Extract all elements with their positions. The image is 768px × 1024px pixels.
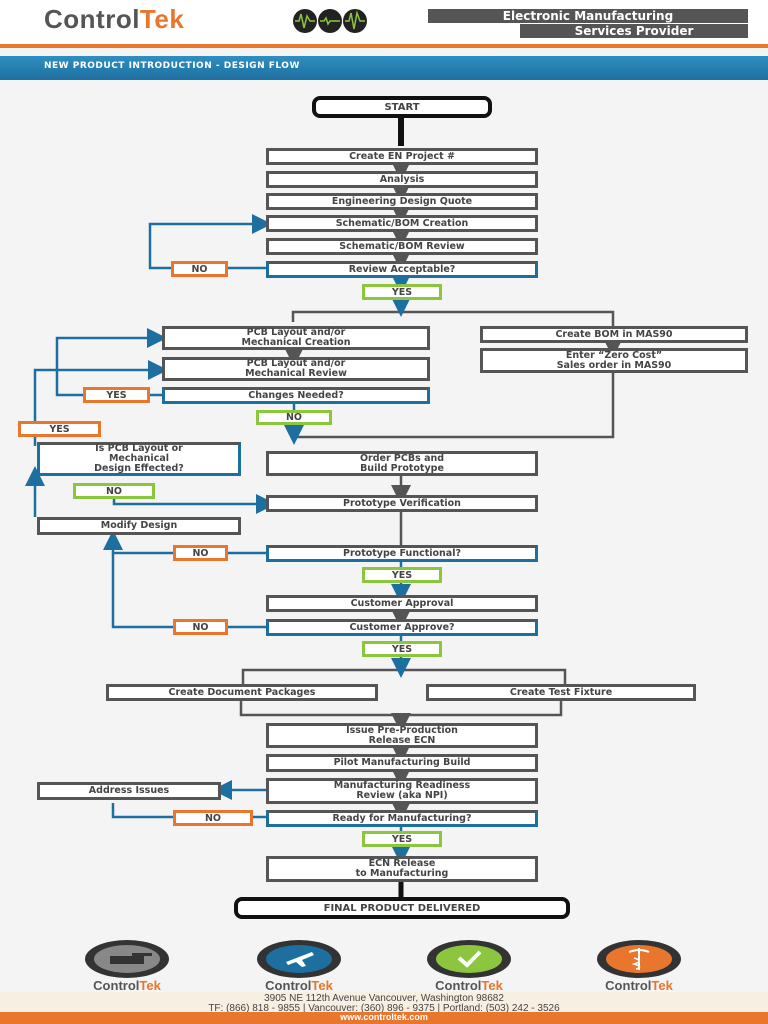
- issue-pre-production-ecn: Issue Pre-Production Release ECN: [266, 723, 538, 748]
- logo: ControlTek: [44, 4, 184, 35]
- no-ready-tag: NO: [173, 810, 253, 826]
- checkmark-icon: [427, 940, 511, 978]
- yes-ready-tag: YES: [362, 831, 442, 847]
- cert-badge-iso13485: ControlTek: [584, 938, 694, 998]
- itar-tank-icon: [85, 940, 169, 978]
- prototype-functional-decision: Prototype Functional?: [266, 545, 538, 562]
- yes-changes-tag: YES: [83, 387, 150, 403]
- create-en-project: Create EN Project #: [266, 148, 538, 165]
- schematic-bom-review: Schematic/BOM Review: [266, 238, 538, 255]
- prototype-verification: Prototype Verification: [266, 495, 538, 512]
- pcb-layout-creation: PCB Layout and/or Mechanical Creation: [162, 326, 430, 350]
- schematic-bom-creation: Schematic/BOM Creation: [266, 215, 538, 232]
- cert-badge-iso9001: ControlTek: [414, 938, 524, 998]
- tagline-2: Services Provider: [520, 24, 748, 38]
- engineering-design-quote: Engineering Design Quote: [266, 193, 538, 210]
- cert-badge-as9100: ControlTek: [244, 938, 354, 998]
- yes-review-tag: YES: [362, 284, 442, 300]
- no-functional-tag: NO: [173, 545, 228, 561]
- changes-needed-decision: Changes Needed?: [162, 387, 430, 404]
- caduceus-icon: [597, 940, 681, 978]
- pcb-layout-review: PCB Layout and/or Mechanical Review: [162, 357, 430, 381]
- yes-customer-tag: YES: [362, 641, 442, 657]
- banner: [0, 56, 768, 80]
- yes-functional-tag: YES: [362, 567, 442, 583]
- customer-approval: Customer Approval: [266, 595, 538, 612]
- no-review-tag: NO: [171, 261, 228, 277]
- cert-logo: ControlTek: [93, 978, 161, 993]
- footer-address: 3905 NE 112th Avenue Vancouver, Washingt…: [264, 993, 504, 1004]
- no-customer-tag: NO: [173, 619, 228, 635]
- ready-for-manufacturing-decision: Ready for Manufacturing?: [266, 810, 538, 827]
- logo-main: Control: [44, 4, 140, 34]
- zero-cost-sales-order: Enter “Zero Cost” Sales order in MAS90: [480, 348, 748, 373]
- footer-url-link[interactable]: www.controltek.com: [340, 1012, 428, 1022]
- waveform-icon: [293, 9, 367, 33]
- create-test-fixture: Create Test Fixture: [426, 684, 696, 701]
- ecn-release-to-manufacturing: ECN Release to Manufacturing: [266, 856, 538, 882]
- final-terminal: FINAL PRODUCT DELIVERED: [234, 897, 570, 919]
- create-bom-mas90: Create BOM in MAS90: [480, 326, 748, 343]
- pilot-manufacturing-build: Pilot Manufacturing Build: [266, 754, 538, 772]
- footer: [0, 992, 768, 1014]
- yes-left-tag: YES: [18, 421, 101, 437]
- start-terminal: START: [312, 96, 492, 118]
- customer-approve-decision: Customer Approve?: [266, 619, 538, 636]
- cert-logo: ControlTek: [435, 978, 503, 993]
- order-pcbs-build-prototype: Order PCBs and Build Prototype: [266, 451, 538, 476]
- header-rule: [0, 44, 768, 48]
- address-issues: Address Issues: [37, 782, 221, 800]
- cert-logo: ControlTek: [265, 978, 333, 993]
- review-acceptable-decision: Review Acceptable?: [266, 261, 538, 278]
- create-document-packages: Create Document Packages: [106, 684, 378, 701]
- footer-url-bar: [0, 1012, 768, 1024]
- airplane-icon: [257, 940, 341, 978]
- banner-title: NEW PRODUCT INTRODUCTION - DESIGN FLOW: [44, 61, 300, 71]
- pcb-affected-decision: Is PCB Layout or Mechanical Design Effec…: [37, 442, 241, 476]
- cert-logo: ControlTek: [605, 978, 673, 993]
- analysis: Analysis: [266, 171, 538, 188]
- no-pcb-tag: NO: [73, 483, 155, 499]
- modify-design: Modify Design: [37, 517, 241, 535]
- manufacturing-readiness-review: Manufacturing Readiness Review (aka NPI): [266, 778, 538, 804]
- cert-badge-itar: ControlTek: [72, 938, 182, 998]
- footer-phones: TF: (866) 818 - 9855 | Vancouver: (360) …: [208, 1003, 560, 1014]
- logo-accent: Tek: [139, 4, 185, 34]
- no-changes-tag: NO: [256, 410, 332, 425]
- tagline-1: Electronic Manufacturing: [428, 9, 748, 23]
